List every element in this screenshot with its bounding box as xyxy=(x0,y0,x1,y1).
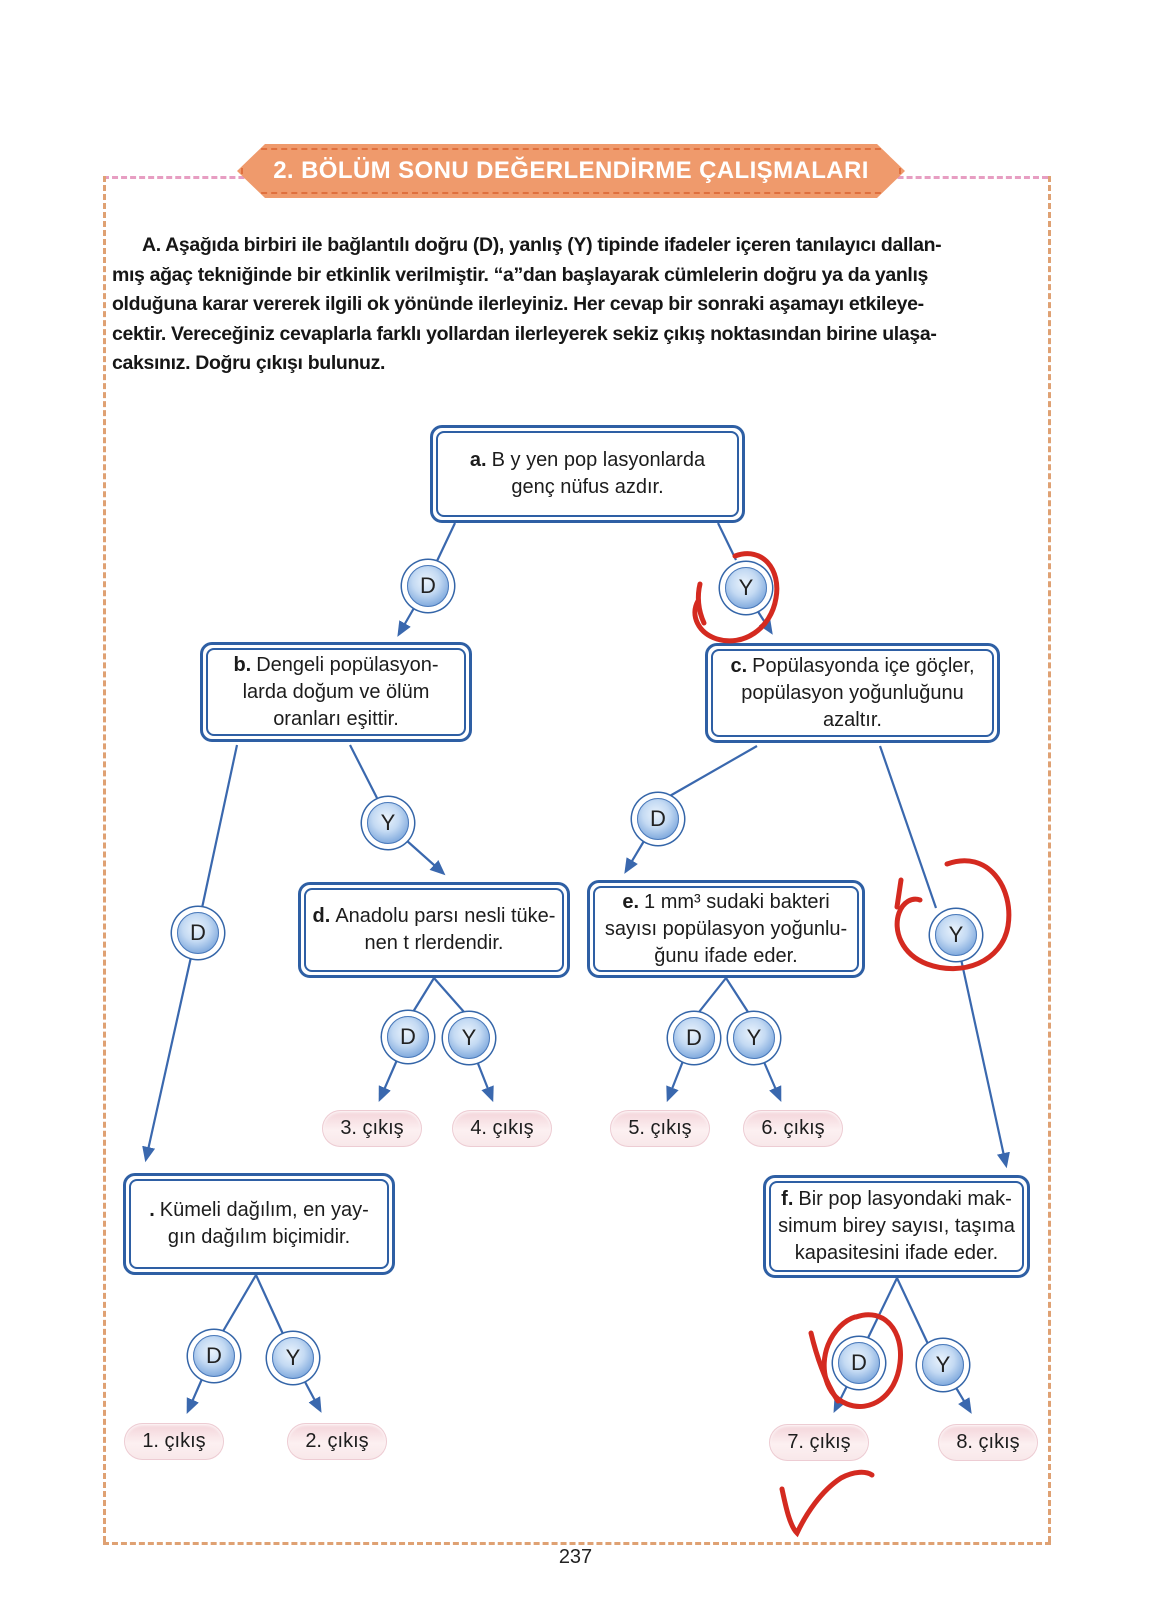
statement-text: azaltır. xyxy=(823,708,882,731)
instruction-line: mış ağaç tekniğinde bir etkinlik verilmi… xyxy=(112,263,929,286)
statement-label-g: . xyxy=(149,1199,155,1221)
exit-pill-7: 7. çıkış xyxy=(769,1424,869,1461)
instruction-line: A. Aşağıda birbiri ile bağlantılı doğru … xyxy=(142,234,942,256)
instruction-line: caksınız. Doğru çıkışı bulunuz. xyxy=(112,352,386,374)
decision-circle-y-under-d: Y xyxy=(448,1017,490,1059)
statement-text: 1 mm³ sudaki bakteri xyxy=(644,890,830,913)
exit-pill-2: 2. çıkış xyxy=(287,1423,387,1460)
statement-text: Anadolu parsı nesli tüke- xyxy=(335,905,556,927)
instruction-paragraph: A. Aşağıda birbiri ile bağlantılı doğru … xyxy=(112,231,1040,379)
decision-circle-d-under-e: D xyxy=(673,1017,715,1059)
decision-circle-d-after-b: D xyxy=(177,912,219,954)
exit-pill-6: 6. çıkış xyxy=(743,1110,843,1147)
frame-border-bottom xyxy=(103,1542,1051,1545)
statement-text: larda doğum ve ölüm xyxy=(242,680,430,703)
statement-text: gın dağılım biçimidir. xyxy=(167,1226,351,1248)
exit-pill-5: 5. çıkış xyxy=(610,1110,710,1147)
section-title: 2. BÖLÜM SONU DEĞERLENDİRME ÇALIŞMALARI xyxy=(273,157,869,184)
statement-text: ğunu ifade eder. xyxy=(654,944,798,967)
statement-box-a-text: a.B y yen pop lasyonlarda genç nüfus azd… xyxy=(436,431,739,517)
statement-box-e: e.1 mm³ sudaki bakteri sayısı popülasyon… xyxy=(587,880,865,978)
statement-text: nen t rlerdendir. xyxy=(364,932,504,954)
statement-text: genç nüfus azdır. xyxy=(511,476,664,498)
decision-circle-d-under-g: D xyxy=(193,1335,235,1377)
instruction-line: olduğuna karar vererek ilgili ok yönünde… xyxy=(112,293,924,315)
decision-circle-d-under-d: D xyxy=(387,1016,429,1058)
banner-dashed-outline xyxy=(241,148,901,194)
decision-circle-d-after-a: D xyxy=(407,565,449,607)
statement-label-a: a. xyxy=(469,449,487,471)
decision-circle-y-under-f: Y xyxy=(922,1344,964,1386)
statement-text: popülasyon yoğunluğunu xyxy=(741,681,964,704)
statement-text: B y yen pop lasyonlarda xyxy=(491,449,706,471)
statement-text: oranları eşittir. xyxy=(273,707,399,730)
instruction-line: cektir. Vereceğiniz cevaplarla farklı yo… xyxy=(112,322,937,345)
decision-circle-y-after-a: Y xyxy=(725,567,767,609)
statement-box-a: a.B y yen pop lasyonlarda genç nüfus azd… xyxy=(430,425,745,523)
page-number: 237 xyxy=(558,1546,593,1568)
statement-text: sayısı popülasyon yoğunlu- xyxy=(604,917,848,940)
statement-box-e-text: e.1 mm³ sudaki bakteri sayısı popülasyon… xyxy=(593,886,859,972)
statement-box-f-text: f.Bir pop lasyondaki mak- simum birey sa… xyxy=(769,1181,1024,1272)
statement-box-c-text: c.Popülasyonda içe göçler, popülasyon yo… xyxy=(711,649,994,737)
statement-label-d: d. xyxy=(312,905,331,927)
statement-box-f: f.Bir pop lasyondaki mak- simum birey sa… xyxy=(763,1175,1030,1278)
decision-circle-y-after-b: Y xyxy=(367,802,409,844)
statement-box-g-text: .Kümeli dağılım, en yay- gın dağılım biç… xyxy=(129,1179,389,1269)
exit-pill-1: 1. çıkış xyxy=(124,1423,224,1460)
decision-circle-y-under-g: Y xyxy=(272,1337,314,1379)
statement-text: Bir pop lasyondaki mak- xyxy=(798,1188,1012,1210)
statement-text: kapasitesini ifade eder. xyxy=(794,1242,999,1264)
frame-border-left xyxy=(103,176,106,1542)
tree-connectors xyxy=(200,522,938,1345)
statement-label-b: b. xyxy=(233,653,252,676)
exit-pill-3: 3. çıkış xyxy=(322,1110,422,1147)
statement-box-b-text: b.Dengeli popülasyon- larda doğum ve ölü… xyxy=(206,648,466,736)
statement-label-c: c. xyxy=(730,654,748,677)
exit-pill-8: 8. çıkış xyxy=(938,1424,1038,1461)
section-banner: 2. BÖLÜM SONU DEĞERLENDİRME ÇALIŞMALARI xyxy=(237,144,905,198)
decision-circle-d-under-f: D xyxy=(838,1342,880,1384)
statement-text: simum birey sayısı, taşıma xyxy=(778,1215,1015,1237)
exit-pill-4: 4. çıkış xyxy=(452,1110,552,1147)
decision-circle-d-after-c: D xyxy=(637,798,679,840)
statement-text: Popülasyonda içe göçler, xyxy=(752,654,975,677)
statement-label-e: e. xyxy=(622,890,640,913)
statement-text: Dengeli popülasyon- xyxy=(256,653,439,676)
statement-box-c: c.Popülasyonda içe göçler, popülasyon yo… xyxy=(705,643,1000,743)
frame-border-right xyxy=(1048,176,1051,1542)
statement-text: Kümeli dağılım, en yay- xyxy=(159,1199,369,1221)
statement-box-d: d.Anadolu parsı nesli tüke- nen t rlerde… xyxy=(298,882,570,978)
statement-label-f: f. xyxy=(781,1188,794,1210)
decision-circle-y-after-c: Y xyxy=(935,914,977,956)
statement-box-d-text: d.Anadolu parsı nesli tüke- nen t rlerde… xyxy=(304,888,564,972)
statement-box-b: b.Dengeli popülasyon- larda doğum ve ölü… xyxy=(200,642,472,742)
decision-circle-y-under-e: Y xyxy=(733,1017,775,1059)
statement-box-g: .Kümeli dağılım, en yay- gın dağılım biç… xyxy=(123,1173,395,1275)
